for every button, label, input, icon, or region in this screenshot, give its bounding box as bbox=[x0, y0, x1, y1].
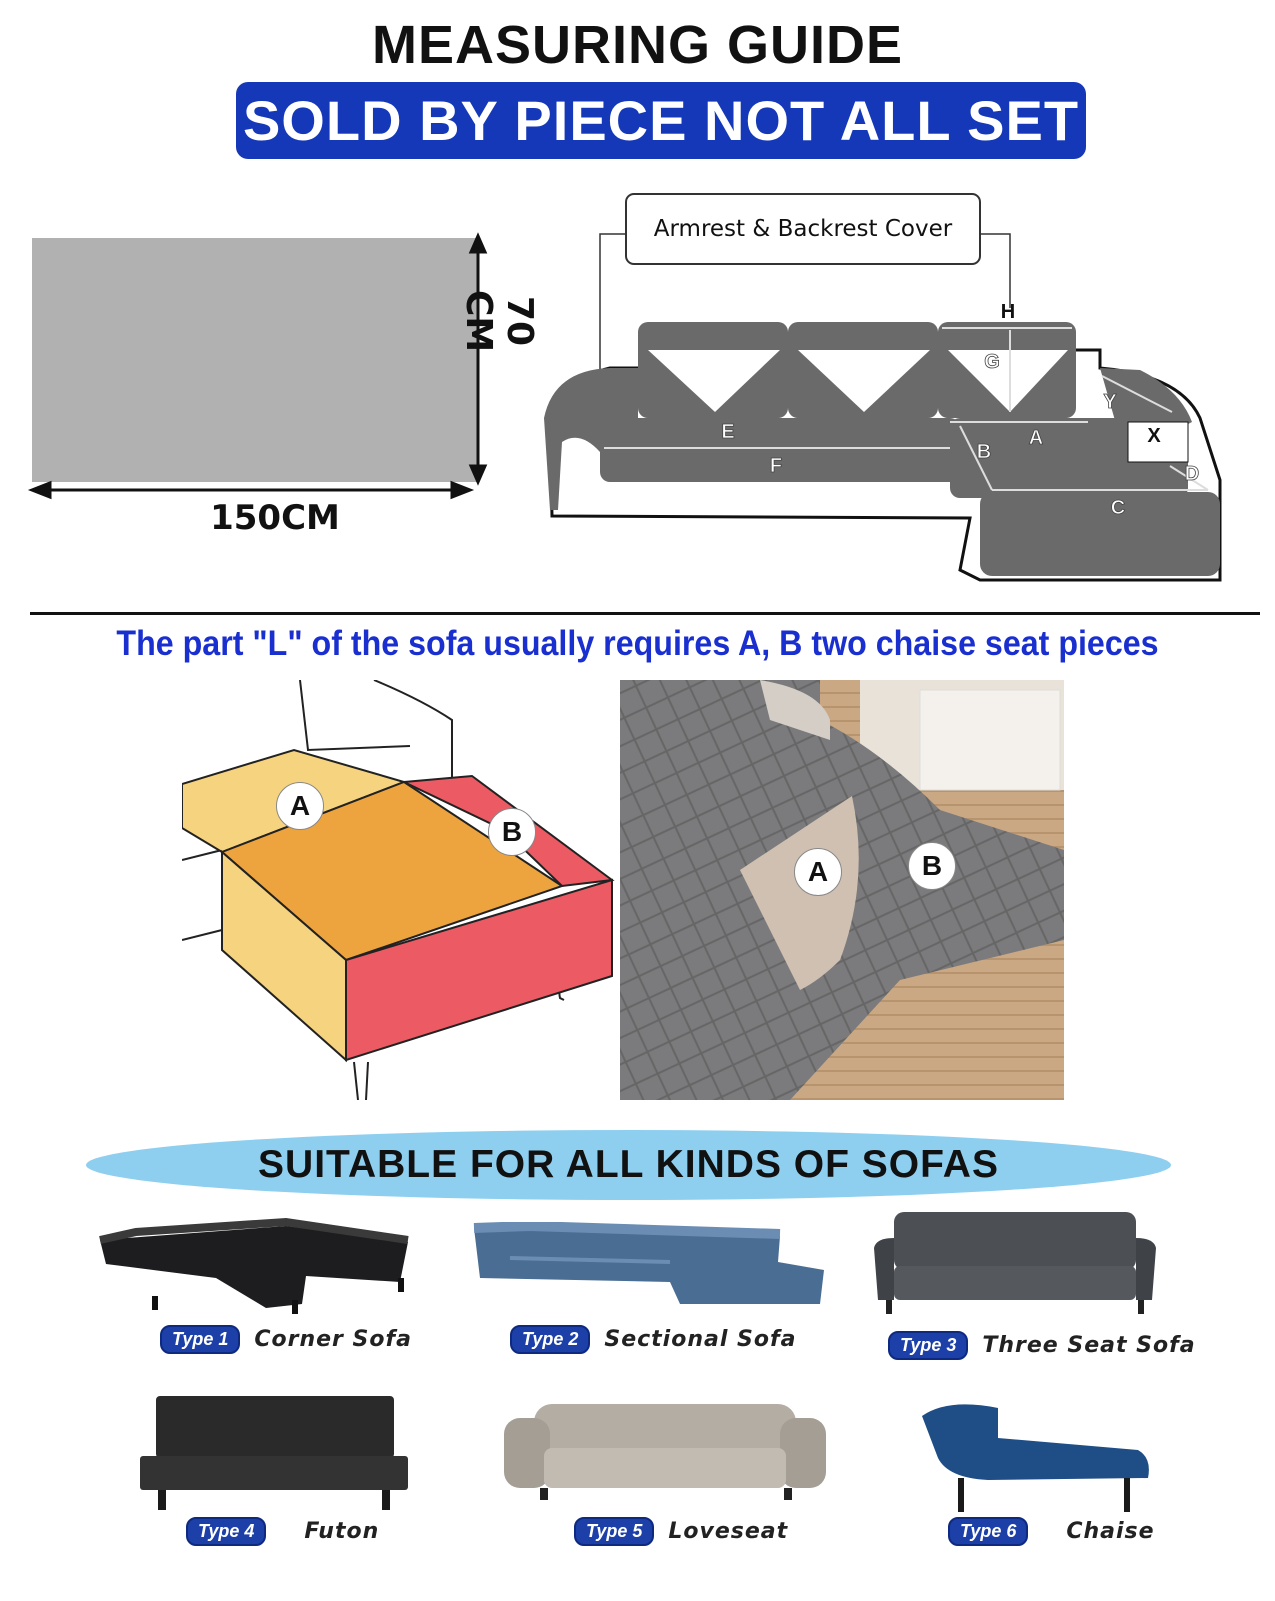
callout-text: Armrest & Backrest Cover bbox=[654, 216, 953, 242]
futon-thumbnail bbox=[140, 1396, 408, 1510]
l-part-caption: The part "L" of the sofa usually require… bbox=[116, 624, 1159, 663]
type-1-name: Corner Sofa bbox=[254, 1326, 412, 1352]
type-2-name: Sectional Sofa bbox=[604, 1326, 797, 1352]
cover-size-rectangle bbox=[32, 238, 478, 482]
type-6-badge: Type 6 bbox=[948, 1516, 1029, 1546]
three-seat-sofa-thumbnail bbox=[874, 1212, 1156, 1314]
chaise-seat-photo: A B bbox=[620, 680, 1064, 1100]
corner-sofa-thumbnail bbox=[99, 1217, 409, 1314]
type-4-name: Futon bbox=[304, 1518, 380, 1544]
marker-b: B bbox=[977, 441, 991, 463]
height-dimension-label: 70 CM bbox=[458, 289, 540, 353]
type-1-caption: Type 1 Corner Sofa bbox=[160, 1324, 412, 1354]
type-3-caption: Type 3 Three Seat Sofa bbox=[888, 1330, 1196, 1360]
loveseat-thumbnail bbox=[504, 1404, 826, 1500]
type-5-caption: Type 5 Loveseat bbox=[574, 1516, 788, 1546]
type-1-badge: Type 1 bbox=[160, 1324, 241, 1354]
type-6-caption: Type 6 Chaise bbox=[948, 1516, 1155, 1546]
sofa-photo-drawing bbox=[620, 680, 1064, 1100]
section-divider bbox=[30, 612, 1260, 615]
type-6-name: Chaise bbox=[1066, 1518, 1155, 1544]
marker-d: D bbox=[1185, 463, 1199, 485]
page-title: MEASURING GUIDE bbox=[371, 15, 904, 75]
type-3-badge: Type 3 bbox=[888, 1330, 969, 1360]
callout-box bbox=[625, 193, 981, 265]
width-dimension-label: 150CM bbox=[210, 498, 340, 538]
arrow-icon bbox=[450, 480, 475, 500]
piece-b-label: B bbox=[488, 808, 536, 856]
photo-a-label: A bbox=[794, 848, 842, 896]
arrow-icon bbox=[27, 480, 52, 500]
arrow-icon bbox=[468, 232, 488, 254]
type-4-badge: Type 4 bbox=[186, 1516, 267, 1546]
photo-b-label: B bbox=[908, 842, 956, 890]
type-2-badge: Type 2 bbox=[510, 1324, 591, 1354]
marker-c: C bbox=[1111, 497, 1125, 519]
marker-a: A bbox=[1029, 427, 1043, 449]
type-5-name: Loveseat bbox=[668, 1518, 789, 1544]
dimension-arrows bbox=[27, 232, 488, 500]
piece-a-label: A bbox=[276, 782, 324, 830]
banner-text: SOLD BY PIECE NOT ALL SET bbox=[242, 89, 1080, 152]
type-4-caption: Type 4 Futon bbox=[186, 1516, 379, 1546]
sofa-measure-diagram: Armrest & Backrest Cover H G E F A B C bbox=[544, 193, 1222, 582]
seat-pieces-drawing bbox=[181, 679, 615, 1101]
sectional-sofa-thumbnail bbox=[473, 1222, 824, 1304]
type-2-caption: Type 2 Sectional Sofa bbox=[510, 1324, 796, 1354]
type-3-name: Three Seat Sofa bbox=[982, 1332, 1196, 1358]
marker-h: H bbox=[1001, 301, 1015, 323]
type-5-badge: Type 5 bbox=[574, 1516, 655, 1546]
sold-by-piece-banner: SOLD BY PIECE NOT ALL SET bbox=[236, 82, 1086, 159]
marker-e: E bbox=[721, 421, 734, 443]
marker-y: Y bbox=[1103, 391, 1117, 413]
suitable-banner: SUITABLE FOR ALL KINDS OF SOFAS bbox=[86, 1130, 1171, 1200]
marker-x: X bbox=[1147, 425, 1161, 447]
chaise-thumbnail bbox=[922, 1404, 1149, 1512]
arrow-icon bbox=[468, 464, 488, 486]
suitable-text: SUITABLE FOR ALL KINDS OF SOFAS bbox=[258, 1143, 999, 1186]
chaise-seat-illustration: A B bbox=[181, 679, 622, 1101]
marker-g: G bbox=[984, 351, 1000, 373]
marker-f: F bbox=[770, 455, 782, 477]
